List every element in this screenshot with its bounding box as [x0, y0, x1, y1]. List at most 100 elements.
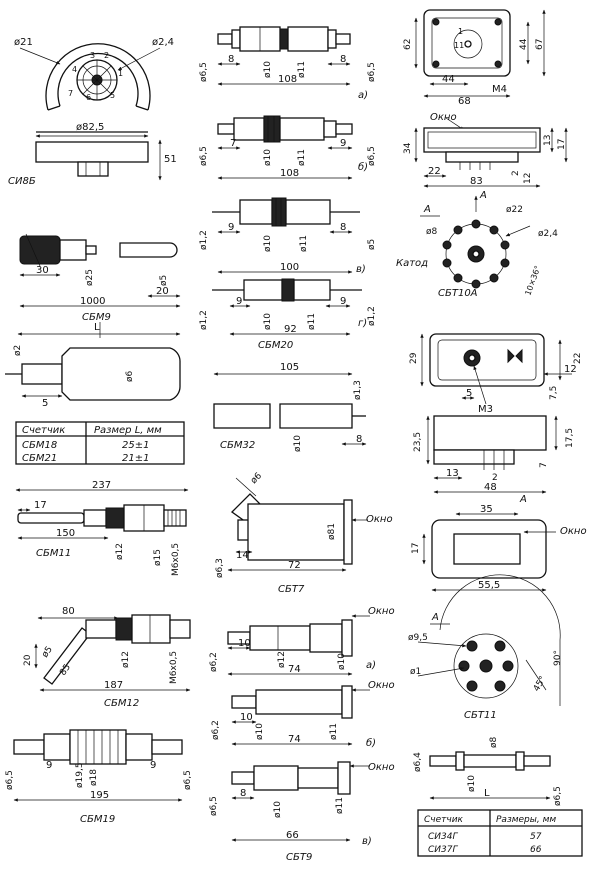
b-d11: ø11 — [297, 149, 307, 166]
sbt9b-label: б) — [366, 737, 376, 749]
sbt9c-8: 8 — [240, 788, 246, 799]
b-d65: ø6,5 — [199, 146, 209, 166]
sbt-75: 7,5 — [549, 386, 559, 400]
b-d65b: ø6,5 — [367, 146, 377, 166]
si8b-top-view — [19, 43, 161, 111]
sbt9b-d10: ø10 — [255, 723, 265, 740]
sbt10-m4: M4 — [492, 84, 507, 95]
sbt-13: 13 — [446, 468, 459, 479]
sbt-175: 17,5 — [565, 428, 575, 448]
sbm32-105: 105 — [280, 362, 299, 373]
a-8: 8 — [228, 54, 234, 65]
sbm12-drawing — [34, 614, 191, 692]
sbm9-drawing — [19, 233, 181, 308]
sbm19-d65b: ø6,5 — [183, 770, 193, 790]
sbm12-d12: ø12 — [121, 651, 131, 668]
sbm19-9a: 9 — [46, 760, 52, 771]
sbt-7: 7 — [539, 462, 549, 468]
sbt-box-side-view — [426, 415, 558, 494]
sbm32-label: СБМ32 — [220, 440, 255, 451]
sbm32-8: 8 — [356, 434, 362, 445]
sbt-2: 2 — [492, 473, 498, 483]
sbt7-14: 14 — [236, 550, 249, 561]
sbt10-44: 44 — [519, 38, 529, 50]
sbt10-22: 22 — [428, 166, 441, 177]
sbt7-label: СБТ7 — [278, 584, 305, 595]
sbm9-d5: ø5 — [159, 275, 169, 286]
sbm18-5: 5 — [42, 398, 48, 409]
sbt9-variant-b — [231, 685, 370, 746]
sbt11-label: СБТ11 — [464, 710, 497, 721]
sbt10-window: Окно — [430, 112, 457, 123]
sbt10-34: 34 — [403, 142, 413, 154]
v-100: 100 — [280, 262, 299, 273]
si-L: L — [484, 788, 490, 799]
sbm12-d5: ø5 — [40, 645, 55, 660]
sbt9c-label: в) — [362, 836, 372, 847]
table1-cell: 21±1 — [122, 453, 149, 464]
sbt10-d24: ø2,4 — [538, 229, 558, 239]
sbm18-d2: ø2 — [13, 345, 23, 356]
sbt9c-window: Окно — [368, 762, 395, 773]
si8b-pin-5: 5 — [110, 91, 115, 100]
sbt10-44b: 44 — [442, 74, 455, 85]
g-d12b: ø1,2 — [367, 306, 377, 326]
sbt-555: 55,5 — [478, 580, 500, 591]
sbm11-150: 150 — [56, 528, 75, 539]
a-d65b: ø6,5 — [367, 62, 377, 82]
sbt9c-d65: ø6,5 — [209, 796, 219, 816]
sbm20-variant-g — [212, 278, 362, 336]
sbm18-d6: ø6 — [125, 370, 135, 382]
sbm11-17: 17 — [34, 500, 47, 511]
sbt-m3: M3 — [478, 404, 493, 415]
sbt9-variant-a — [227, 614, 370, 676]
table2-cell: СИ37Г — [428, 845, 458, 855]
sbm11-drawing — [15, 488, 189, 540]
sbt9b-74: 74 — [288, 734, 301, 745]
si34-drawing — [429, 751, 551, 800]
sbm19-9b: 9 — [150, 760, 156, 771]
sbm12-80: 80 — [62, 606, 75, 617]
sbt9a-d10: ø10 — [337, 653, 347, 670]
sbt9c-66: 66 — [286, 830, 299, 841]
table1-cell: СБМ21 — [22, 453, 57, 464]
sbt10-13: 13 — [543, 135, 553, 146]
table1-header-0: Счетчик — [22, 425, 65, 436]
table1-cell: 25±1 — [122, 440, 149, 451]
sbt9-variant-c — [231, 761, 370, 842]
si8b-h51: 51 — [164, 154, 177, 165]
sbm12-20: 20 — [23, 654, 33, 666]
sbm12-187: 187 — [104, 680, 123, 691]
sbm18-L: L — [94, 322, 100, 333]
b-9: 9 — [340, 138, 346, 149]
sbt-17: 17 — [411, 543, 421, 554]
sbm19-d195: ø19,5 — [75, 762, 85, 788]
sbm11-237: 237 — [92, 480, 111, 491]
sbt9b-d11: ø11 — [329, 723, 339, 740]
sbm9-20: 20 — [156, 286, 169, 297]
sbt10-12: 12 — [523, 173, 533, 184]
sbm19-label: СБМ19 — [80, 814, 115, 825]
si8b-d825: ø82,5 — [76, 122, 104, 133]
sbt-5: 5 — [466, 388, 472, 399]
v-d12: ø1,2 — [199, 230, 209, 250]
sbt-window: Окно — [560, 526, 587, 537]
sbt10-pin-11: 11 — [454, 41, 464, 50]
si8b-label: СИ8Б — [8, 176, 36, 187]
sbt10-pin-1: 1 — [458, 27, 463, 36]
sbt7-72: 72 — [288, 560, 301, 571]
sbm12-m6: M6x0,5 — [169, 651, 179, 684]
a-d10: ø10 — [263, 61, 273, 78]
sbt10-d8: ø8 — [426, 227, 438, 237]
sbm9-label: СБМ9 — [82, 312, 111, 323]
sbt10-cathode: Катод — [396, 258, 428, 269]
sbm19-d65: ø6,5 — [5, 770, 15, 790]
si8b-pin-2: 2 — [104, 51, 109, 60]
a-8b: 8 — [340, 54, 346, 65]
sbt10a-label: СБТ10А — [438, 288, 478, 299]
sbt7-drawing — [227, 477, 368, 572]
sbt9a-window: Окно — [368, 606, 395, 617]
sbt9b-10: 10 — [240, 712, 253, 723]
sbm9-1000: 1000 — [80, 296, 105, 307]
sbt10-67: 67 — [535, 39, 545, 50]
